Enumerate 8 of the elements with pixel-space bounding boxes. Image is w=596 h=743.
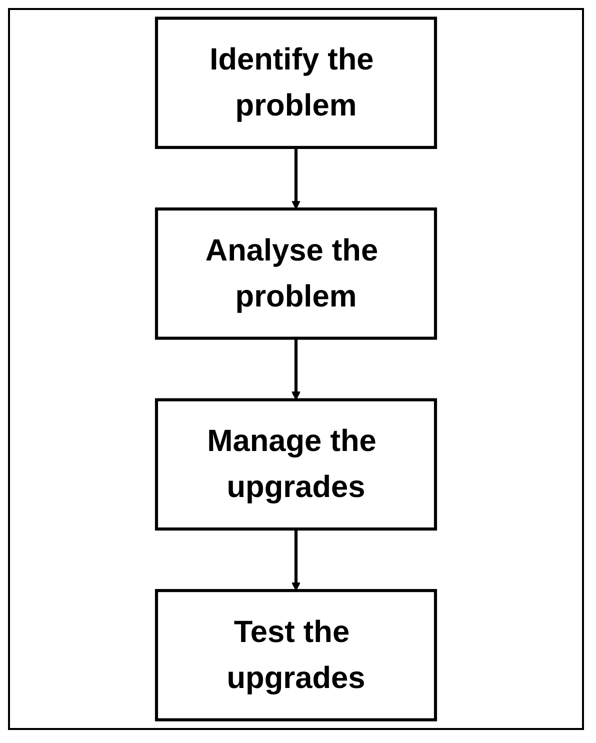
- arrow: [291, 147, 301, 210]
- frame-border: Identify the problem Analyse the problem Manage the upgrades Test the upgrades: [8, 8, 584, 730]
- node-box: [154, 398, 438, 531]
- node-box: [154, 589, 438, 722]
- node-box: [154, 16, 438, 149]
- arrow: [291, 338, 301, 400]
- node-box: [154, 207, 438, 340]
- arrow: [291, 529, 301, 591]
